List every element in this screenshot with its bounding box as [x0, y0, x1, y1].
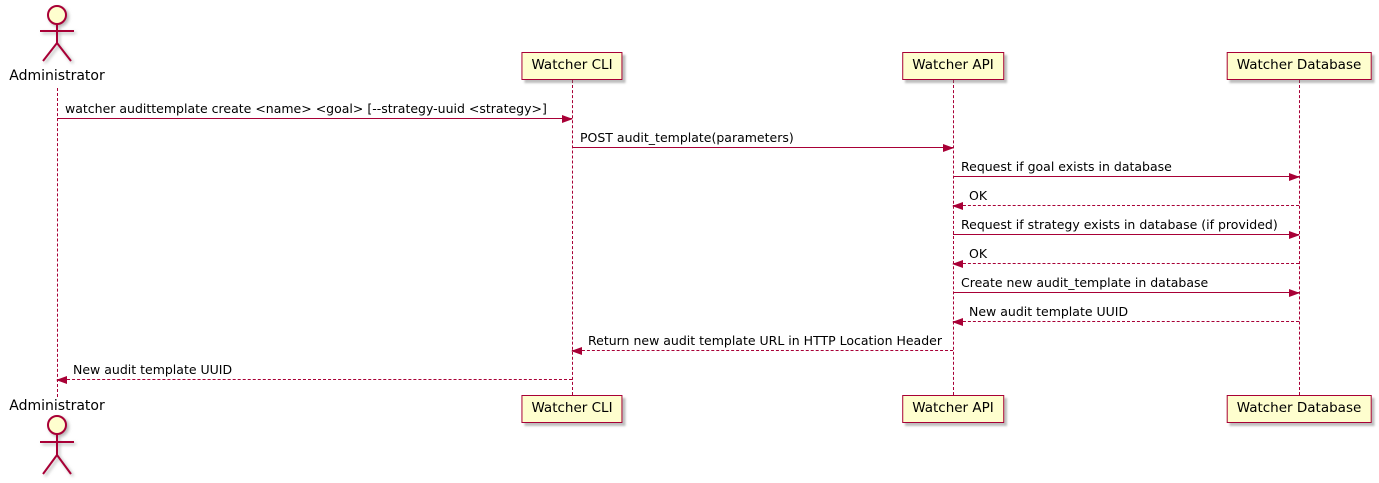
message-8: New audit template UUID	[952, 304, 1299, 326]
participant-watcher-cli-bottom: Watcher CLI	[521, 395, 623, 423]
lifeline-watcher-cli	[572, 80, 573, 395]
message-arrow	[952, 317, 1299, 326]
participant-watcher-api-top: Watcher API	[902, 52, 1004, 80]
message-label: OK	[969, 188, 988, 203]
participant-watcher-database-top: Watcher Database	[1226, 52, 1372, 80]
message-10: New audit template UUID	[56, 362, 572, 384]
message-arrow	[952, 259, 1299, 268]
arrowhead-right-icon	[1289, 230, 1300, 239]
message-arrow	[953, 230, 1300, 239]
arrowhead-left-icon	[952, 259, 963, 268]
arrowhead-right-icon	[1289, 172, 1300, 181]
message-label: POST audit_template(parameters)	[580, 130, 794, 145]
arrowhead-left-icon	[952, 317, 963, 326]
participant-watcher-cli-top: Watcher CLI	[521, 52, 623, 80]
message-label: Return new audit template URL in HTTP Lo…	[588, 333, 942, 348]
message-label: New audit template UUID	[73, 362, 233, 377]
lifeline-watcher-api	[953, 80, 954, 395]
message-3: Request if goal exists in database	[953, 159, 1300, 181]
message-arrow	[952, 201, 1299, 210]
actor-label-bottom: Administrator	[9, 398, 105, 414]
message-arrow	[572, 143, 954, 152]
message-arrow	[953, 288, 1300, 297]
message-label: OK	[969, 246, 988, 261]
arrowhead-left-icon	[56, 375, 67, 384]
message-label: Create new audit_template in database	[961, 275, 1209, 290]
arrowhead-right-icon	[1289, 288, 1300, 297]
message-1: watcher audittemplate create <name> <goa…	[57, 101, 573, 123]
actor-icon	[33, 414, 81, 483]
message-arrow	[57, 114, 573, 123]
message-label: watcher audittemplate create <name> <goa…	[65, 101, 547, 116]
message-arrow	[56, 375, 572, 384]
message-label: New audit template UUID	[969, 304, 1129, 319]
message-9: Return new audit template URL in HTTP Lo…	[571, 333, 953, 355]
message-arrow	[571, 346, 953, 355]
arrowhead-right-icon	[943, 143, 954, 152]
arrowhead-left-icon	[571, 346, 582, 355]
participant-watcher-api-bottom: Watcher API	[902, 395, 1004, 423]
participant-watcher-database-bottom: Watcher Database	[1226, 395, 1372, 423]
message-label: Request if goal exists in database	[961, 159, 1172, 174]
actor-icon	[33, 4, 81, 70]
message-4: OK	[952, 188, 1299, 210]
message-arrow	[953, 172, 1300, 181]
message-5: Request if strategy exists in database (…	[953, 217, 1300, 239]
message-6: OK	[952, 246, 1299, 268]
lifeline-administrator	[57, 88, 58, 397]
message-label: Request if strategy exists in database (…	[961, 217, 1278, 232]
message-7: Create new audit_template in database	[953, 275, 1300, 297]
message-2: POST audit_template(parameters)	[572, 130, 954, 152]
arrowhead-right-icon	[562, 114, 573, 123]
arrowhead-left-icon	[952, 201, 963, 210]
actor-label-top: Administrator	[9, 68, 105, 84]
